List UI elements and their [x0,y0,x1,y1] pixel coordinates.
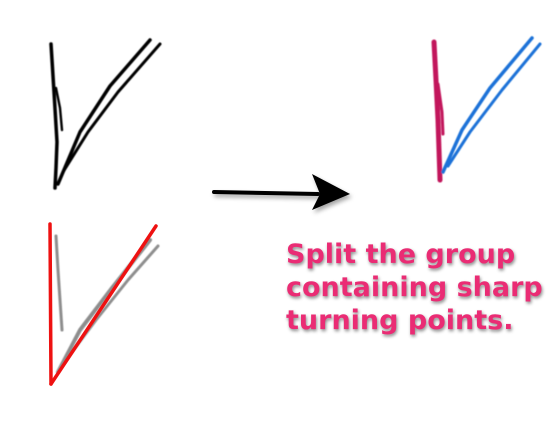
original-stroke-left [49,42,59,190]
explanation-caption: Split the group containing sharp turning… [286,238,554,337]
fitted-line-diagonal [49,224,158,386]
split-stroke-magenta-inner [436,82,445,136]
split-stroke-blue-b [446,42,542,168]
original-stroke-left-inner [54,86,64,132]
original-stroke-right-a [56,38,152,186]
split-stroke-blue-a [441,36,534,174]
caption-line-2: containing sharp [286,272,543,303]
original-stroke-right-b [61,42,162,174]
caption-line-3: turning points. [286,305,514,336]
caption-line-1: Split the group [286,239,516,270]
original-stroke-group [49,38,162,190]
faded-stroke-left [54,234,64,332]
split-stroke-magenta [431,39,443,183]
fitted-line-vertical [48,222,53,386]
split-stroke-group [431,36,542,183]
fitted-lines-group [48,222,160,386]
right-arrow-icon [212,174,350,210]
